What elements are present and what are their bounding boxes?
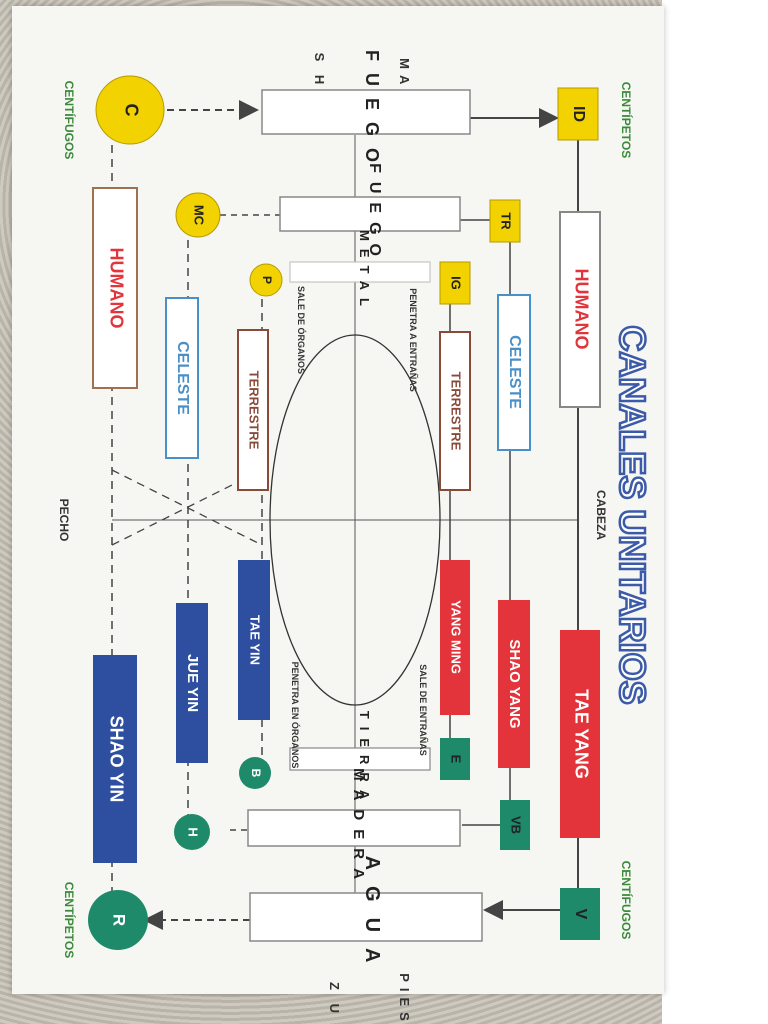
channel-celeste-top-box [497,294,531,451]
code-mc-circle [175,192,221,238]
white-margin [662,0,768,1024]
corner-bottom-right: CENTÍPETOS [62,882,77,958]
code-p: P [260,276,274,284]
element-fuego2: FUEGO [366,163,383,265]
corner-top-right: CENTÍFUGOS [619,861,634,940]
channel-humano-bottom: HUMANO [106,248,126,329]
code-r-circle [88,890,148,950]
channel-jue-yin-box [176,603,208,763]
code-r: R [110,914,129,926]
code-ig-box [439,261,471,305]
circulation-oval [269,334,441,706]
element-metal-box [289,261,431,283]
note-sale-entranas: SALE DE ENTRAÑAS [418,664,428,756]
channel-humano-bottom-box [92,187,138,389]
code-vb: VB [509,816,524,834]
channel-celeste-bottom: CELESTE [174,341,191,415]
code-ig: IG [449,276,464,290]
code-v-box [560,888,600,940]
diagram-title: CANALES UNITARIOS [612,325,653,704]
channel-shao-yang: SHAO YANG [506,639,523,728]
code-c: C [121,104,141,117]
code-e-box [440,738,470,780]
channel-tae-yin-box [238,560,270,720]
element-tierra: TIERRA [357,711,372,807]
element-fuego2-box [279,196,461,232]
channel-tae-yin: TAE YIN [248,615,263,665]
channel-yang-ming: YANG MING [449,600,464,674]
note-sale-organos: SALE DE ÓRGANOS [296,286,307,374]
element-fuego-box [261,89,471,135]
channel-terrestre-top: TERRESTRE [449,372,464,451]
code-p-circle [249,263,283,297]
code-b: B [249,769,263,778]
channel-jue-yin: JUE YIN [184,654,201,712]
channel-shao-yang-box [498,600,530,768]
note-penetra-entranas: PENETRA A ENTRAÑAS [408,288,418,392]
element-madera: MADERA [350,768,367,888]
corner-bottom-left: CENTÍFUGOS [62,81,77,160]
channel-terrestre-top-box [439,331,471,491]
side-word-pies-sub: Z U [327,982,342,1018]
channel-tae-yang-box [560,630,600,838]
code-b-circle [239,757,271,789]
channel-celeste-top: CELESTE [506,335,523,409]
code-c-circle [95,75,165,145]
element-metal: METAL [357,230,372,314]
corner-top-left: CENTÍPETOS [619,82,634,158]
code-v: V [572,909,589,920]
code-tr: TR [499,212,514,230]
note-penetra-organos: PENETRA EN ÓRGANOS [290,662,301,769]
channel-celeste-bottom-box [165,297,199,459]
element-fuego: FUEGO [362,50,382,174]
channel-terrestre-bottom: TERRESTRE [247,371,262,450]
code-h-circle [174,814,210,850]
code-id: ID [570,106,587,122]
element-tierra-box [289,747,431,771]
code-e: E [449,755,464,764]
region-head: CABEZA [594,490,608,540]
code-mc: MC [192,205,207,226]
code-vb-box [500,800,530,850]
element-madera-box [247,809,461,847]
element-agua: AGUA [361,856,383,979]
element-agua-box [249,892,483,942]
channel-humano-top-box [559,211,601,408]
code-id-box [557,87,599,141]
channel-tae-yang: TAE YANG [571,689,591,779]
code-tr-box [489,199,521,243]
channel-humano-top: HUMANO [571,269,591,350]
side-word-pies: PIES [397,973,412,1024]
channel-terrestre-bottom-box [237,329,269,491]
channel-yang-ming-box [440,560,470,715]
channel-shao-yin: SHAO YIN [106,716,126,803]
code-h: H [186,827,201,836]
region-chest: PECHO [57,499,71,542]
channel-shao-yin-box [93,655,137,863]
